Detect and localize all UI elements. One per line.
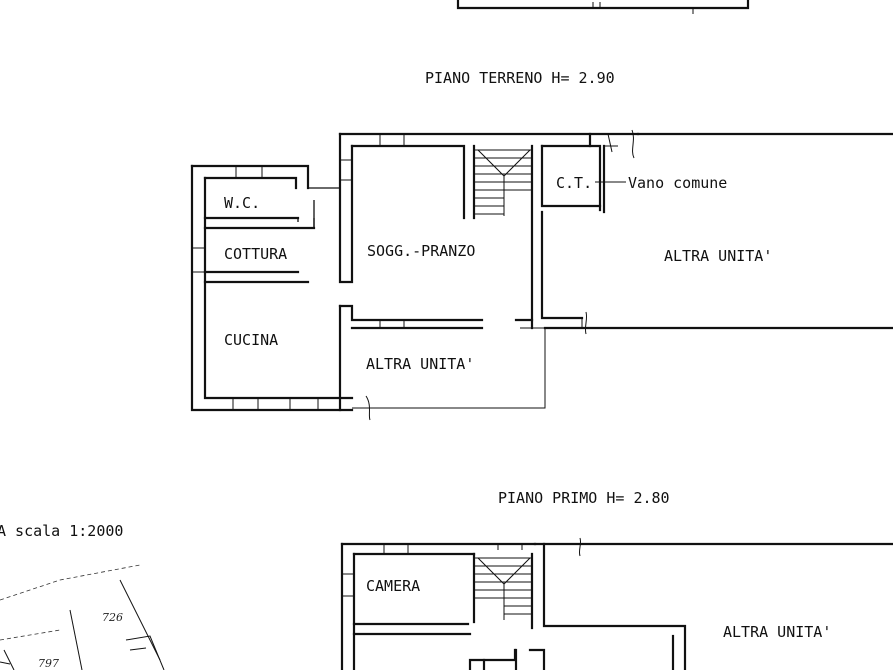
room-label-ct: C.T. — [556, 174, 592, 192]
staircase-first — [474, 557, 532, 620]
upper-floor-fragment — [456, 0, 750, 14]
room-label-soggiorno-pranzo: SOGG.-PRANZO — [367, 242, 475, 260]
room-label-altra-unita-right: ALTRA UNITA' — [664, 247, 772, 265]
parcel-number-726: 726 — [102, 611, 123, 624]
room-label-cottura: COTTURA — [224, 245, 287, 263]
first-floor-plan — [340, 537, 893, 670]
first-floor-title: PIANO PRIMO H= 2.80 — [498, 489, 670, 507]
room-label-vano-comune: Vano comune — [628, 174, 727, 192]
room-label-camera: CAMERA — [366, 577, 420, 595]
ground-floor-plan — [190, 129, 893, 421]
room-label-altra-unita-bottom: ALTRA UNITA' — [366, 355, 474, 373]
ground-floor-title: PIANO TERRENO H= 2.90 — [425, 69, 615, 87]
room-label-wc: W.C. — [224, 194, 260, 212]
cadastral-map-fragment — [0, 564, 165, 670]
staircase-ground — [474, 149, 532, 216]
room-label-altra-unita-first: ALTRA UNITA' — [723, 623, 831, 641]
scale-label: A scala 1:2000 — [0, 522, 123, 540]
parcel-number-797: 797 — [38, 657, 59, 670]
room-label-cucina: CUCINA — [224, 331, 278, 349]
